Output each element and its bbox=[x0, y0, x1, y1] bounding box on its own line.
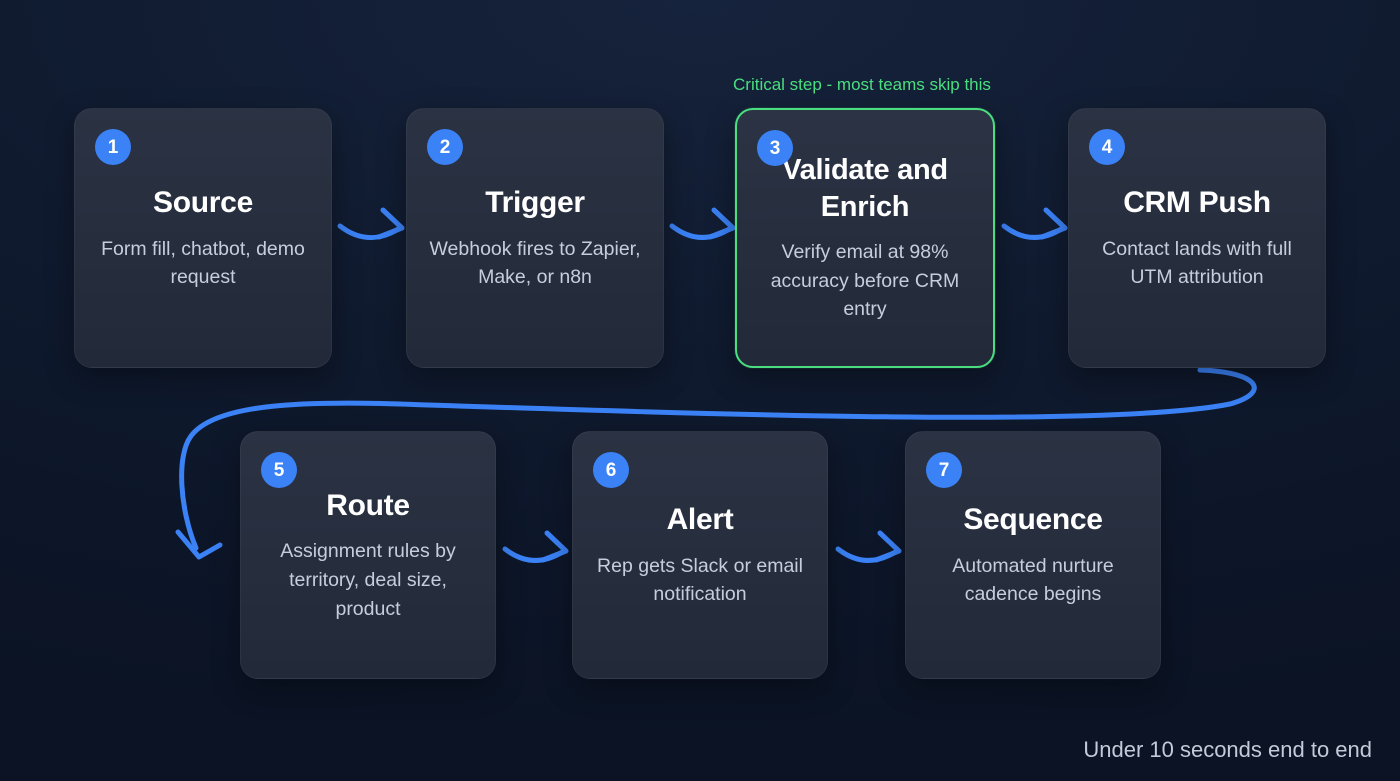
step-card-7[interactable]: 7 Sequence Automated nurture cadence beg… bbox=[905, 431, 1161, 679]
step-title-2: Trigger bbox=[485, 186, 585, 220]
step-title-4: CRM Push bbox=[1123, 186, 1271, 220]
step-card-4[interactable]: 4 CRM Push Contact lands with full UTM a… bbox=[1068, 108, 1326, 368]
step-title-5: Route bbox=[326, 488, 410, 522]
step-card-2[interactable]: 2 Trigger Webhook fires to Zapier, Make,… bbox=[406, 108, 664, 368]
step-description-5: Assignment rules by territory, deal size… bbox=[280, 540, 456, 620]
step-description-2: Webhook fires to Zapier, Make, or n8n bbox=[429, 237, 641, 289]
arrow-step-2-to-3 bbox=[669, 207, 736, 240]
arrow-step-3-to-4 bbox=[1001, 207, 1068, 240]
arrow-step-1-to-2 bbox=[337, 207, 405, 240]
step-card-1[interactable]: 1 Source Form fill, chatbot, demo reques… bbox=[74, 108, 332, 368]
step-badge-7: 7 bbox=[926, 452, 962, 488]
step-badge-6: 6 bbox=[593, 452, 629, 488]
step-card-6[interactable]: 6 Alert Rep gets Slack or email notifica… bbox=[572, 431, 828, 679]
step-badge-4: 4 bbox=[1089, 129, 1125, 165]
step-description-3: Verify email at 98% accuracy before CRM … bbox=[770, 241, 960, 321]
step-description-1: Form fill, chatbot, demo request bbox=[101, 237, 305, 289]
footer-note: Under 10 seconds end to end bbox=[1083, 737, 1372, 762]
step-title-7: Sequence bbox=[963, 503, 1103, 537]
step-card-3[interactable]: 3 Validate and Enrich Verify email at 98… bbox=[735, 108, 995, 368]
step-description-4: Contact lands with full UTM attribution bbox=[1102, 237, 1292, 289]
step-badge-1: 1 bbox=[95, 129, 131, 165]
arrow-step-5-to-6 bbox=[502, 530, 569, 563]
step-card-5[interactable]: 5 Route Assignment rules by territory, d… bbox=[240, 431, 496, 679]
step-title-6: Alert bbox=[666, 503, 734, 537]
step-badge-5: 5 bbox=[261, 452, 297, 488]
step-description-7: Automated nurture cadence begins bbox=[952, 554, 1114, 606]
step-title-3: Validate and Enrich bbox=[782, 153, 948, 224]
highlight-caption: Critical step - most teams skip this bbox=[733, 75, 991, 94]
arrow-step-6-to-7 bbox=[835, 530, 902, 563]
step-title-1: Source bbox=[153, 186, 253, 220]
step-badge-2: 2 bbox=[427, 129, 463, 165]
step-description-6: Rep gets Slack or email notification bbox=[597, 554, 803, 606]
step-badge-3: 3 bbox=[757, 130, 793, 166]
